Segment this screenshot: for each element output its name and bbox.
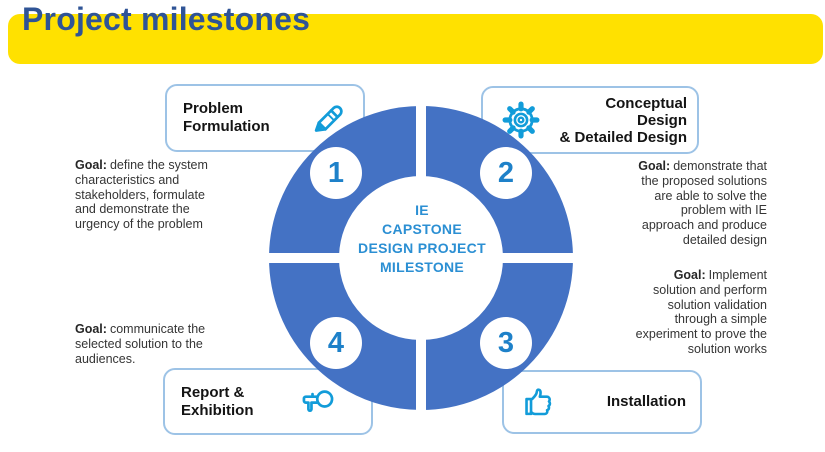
pencil-icon (309, 99, 347, 137)
milestone-number-2: 2 (480, 147, 532, 199)
goal-label: Goal: (75, 322, 107, 336)
milestone-number-1: 1 (310, 147, 362, 199)
milestone-ring (269, 106, 573, 410)
goal-label: Goal: (673, 268, 706, 282)
goal-label: Goal: (638, 159, 671, 173)
title-banner (8, 14, 823, 64)
milestone-number-3: 3 (480, 317, 532, 369)
page-title: Project milestones (22, 1, 311, 37)
gear-icon (501, 100, 541, 140)
milestone-label: Installation (606, 393, 686, 410)
thumbs-up-icon (520, 383, 558, 421)
milestone-number-4: 4 (310, 317, 362, 369)
goal-label: Goal: (75, 158, 107, 172)
megaphone-icon (297, 382, 337, 422)
milestone-box-installation: Installation (502, 370, 702, 434)
milestone-label: Report &Exhibition (181, 383, 254, 419)
